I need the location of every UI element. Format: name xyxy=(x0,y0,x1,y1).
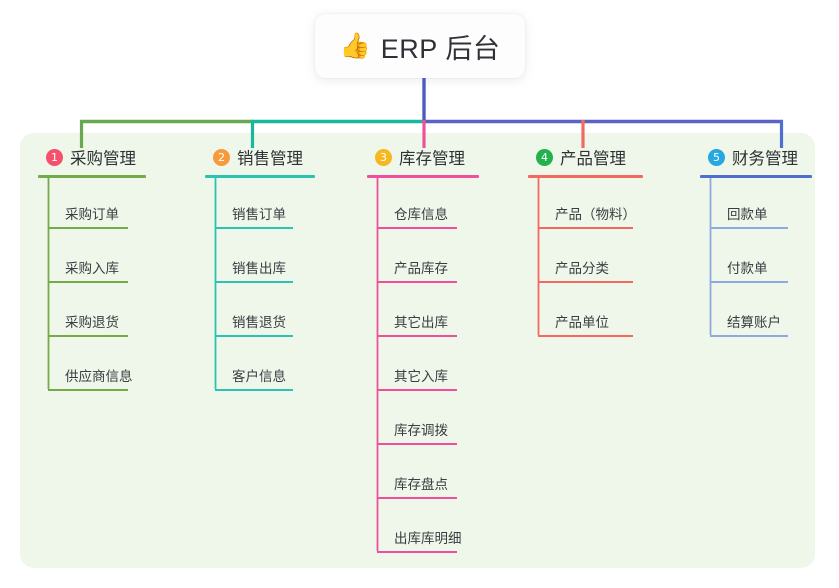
category-header-库存管理[interactable]: 3 库存管理 xyxy=(367,145,479,169)
root-node-title: ERP 后台 xyxy=(380,33,501,64)
leaf-node[interactable]: 销售订单 xyxy=(205,178,315,232)
leaf-label: 回款单 xyxy=(727,207,768,222)
leaf-rule xyxy=(48,335,128,337)
root-node[interactable]: 👍 ERP 后台 xyxy=(315,14,525,78)
leaf-node[interactable]: 其它入库 xyxy=(367,340,479,394)
leaf-label: 产品分类 xyxy=(555,261,609,276)
leaf-label: 其它入库 xyxy=(394,369,448,384)
leaf-label: 其它出库 xyxy=(394,315,448,330)
leaf-node[interactable]: 销售退货 xyxy=(205,286,315,340)
leaf-label: 销售退货 xyxy=(232,315,286,330)
leaf-rule xyxy=(215,335,293,337)
category-header-销售管理[interactable]: 2 销售管理 xyxy=(205,145,315,169)
leaf-rule xyxy=(377,335,457,337)
leaf-rule xyxy=(377,227,457,229)
leaf-node[interactable]: 仓库信息 xyxy=(367,178,479,232)
leaf-rule xyxy=(215,389,293,391)
category-label: 财务管理 xyxy=(732,150,798,168)
category-label: 销售管理 xyxy=(237,150,303,168)
diagram-background-panel xyxy=(20,133,815,568)
leaf-label: 结算账户 xyxy=(727,315,781,330)
leaf-node[interactable]: 其它出库 xyxy=(367,286,479,340)
leaf-node[interactable]: 采购退货 xyxy=(38,286,146,340)
leaf-node[interactable]: 采购订单 xyxy=(38,178,146,232)
leaf-label: 客户信息 xyxy=(232,369,286,384)
leaf-label: 采购入库 xyxy=(65,261,119,276)
leaf-node[interactable]: 供应商信息 xyxy=(38,340,146,394)
leaf-rule xyxy=(377,389,457,391)
leaf-rule xyxy=(377,281,457,283)
leaf-label: 出库库明细 xyxy=(394,531,462,546)
leaf-rule xyxy=(710,335,788,337)
category-rule xyxy=(38,175,146,178)
category-label: 产品管理 xyxy=(560,150,626,168)
leaf-rule xyxy=(377,443,457,445)
leaf-rule xyxy=(377,551,457,553)
leaf-label: 供应商信息 xyxy=(65,369,133,384)
leaf-label: 销售出库 xyxy=(232,261,286,276)
leaf-label: 产品（物料） xyxy=(555,207,636,222)
leaf-label: 库存盘点 xyxy=(394,477,448,492)
leaf-node[interactable]: 付款单 xyxy=(700,232,812,286)
category-column-采购管理: 1 采购管理采购订单采购入库采购退货供应商信息 xyxy=(38,145,146,394)
leaf-node[interactable]: 库存盘点 xyxy=(367,448,479,502)
leaf-rule xyxy=(538,227,633,229)
category-badge-1: 1 xyxy=(46,148,63,166)
category-header-采购管理[interactable]: 1 采购管理 xyxy=(38,145,146,169)
leaf-node[interactable]: 采购入库 xyxy=(38,232,146,286)
leaf-rule xyxy=(48,389,128,391)
category-rule xyxy=(528,175,643,178)
category-header-财务管理[interactable]: 5 财务管理 xyxy=(700,145,812,169)
leaf-label: 付款单 xyxy=(727,261,768,276)
category-rule xyxy=(367,175,479,178)
leaf-rule xyxy=(215,227,293,229)
category-rule xyxy=(205,175,315,178)
leaf-node[interactable]: 回款单 xyxy=(700,178,812,232)
leaf-node[interactable]: 产品分类 xyxy=(528,232,643,286)
category-badge-5: 5 xyxy=(708,148,725,166)
leaf-rule xyxy=(215,281,293,283)
leaf-rule xyxy=(710,281,788,283)
leaf-label: 采购订单 xyxy=(65,207,119,222)
category-header-产品管理[interactable]: 4 产品管理 xyxy=(528,145,643,169)
leaf-node[interactable]: 销售出库 xyxy=(205,232,315,286)
leaf-label: 仓库信息 xyxy=(394,207,448,222)
leaf-label: 销售订单 xyxy=(232,207,286,222)
leaf-node[interactable]: 产品库存 xyxy=(367,232,479,286)
category-badge-4: 4 xyxy=(536,148,553,166)
leaf-label: 库存调拨 xyxy=(394,423,448,438)
thumbs-up-icon: 👍 xyxy=(339,31,371,60)
category-column-库存管理: 3 库存管理仓库信息产品库存其它出库其它入库库存调拨库存盘点出库库明细 xyxy=(367,145,479,556)
leaf-rule xyxy=(538,281,633,283)
category-column-产品管理: 4 产品管理产品（物料） 产品分类产品单位 xyxy=(528,145,643,340)
category-column-财务管理: 5 财务管理回款单付款单结算账户 xyxy=(700,145,812,340)
category-badge-3: 3 xyxy=(375,148,392,166)
leaf-label: 采购退货 xyxy=(65,315,119,330)
leaf-node[interactable]: 库存调拨 xyxy=(367,394,479,448)
leaf-node[interactable]: 客户信息 xyxy=(205,340,315,394)
leaf-label: 产品单位 xyxy=(555,315,609,330)
leaf-rule xyxy=(377,497,457,499)
category-badge-2: 2 xyxy=(213,148,230,166)
leaf-node[interactable]: 出库库明细 xyxy=(367,502,479,556)
category-label: 库存管理 xyxy=(399,150,465,168)
leaf-rule xyxy=(48,281,128,283)
leaf-rule xyxy=(538,335,633,337)
category-label: 采购管理 xyxy=(70,150,136,168)
leaf-rule xyxy=(710,227,788,229)
leaf-label: 产品库存 xyxy=(394,261,448,276)
leaf-node[interactable]: 产品单位 xyxy=(528,286,643,340)
leaf-node[interactable]: 产品（物料） xyxy=(528,178,643,232)
leaf-rule xyxy=(48,227,128,229)
category-column-销售管理: 2 销售管理销售订单销售出库销售退货客户信息 xyxy=(205,145,315,394)
category-rule xyxy=(700,175,812,178)
leaf-node[interactable]: 结算账户 xyxy=(700,286,812,340)
